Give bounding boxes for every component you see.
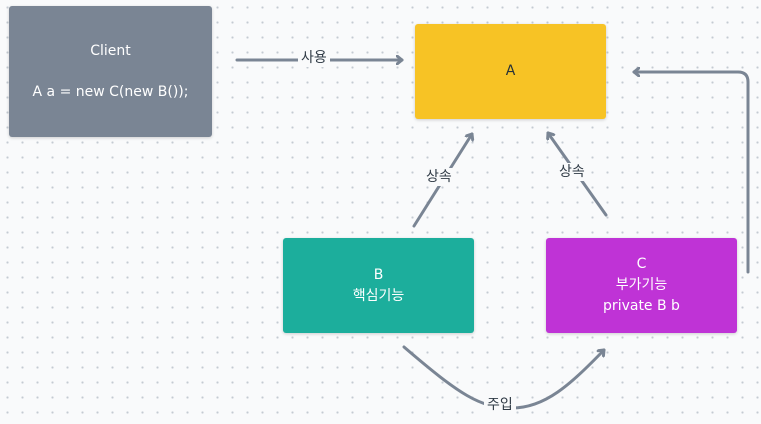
inherit-b-edge-label: 상속	[423, 168, 455, 186]
class-a-label: A	[505, 63, 516, 79]
class-a-node[interactable]: A	[415, 24, 606, 119]
client-node[interactable]: Client A a = new C(new B());	[9, 6, 212, 137]
c-to-a-edge	[632, 72, 750, 274]
class-b-desc: 핵심기능	[352, 287, 405, 304]
class-b-title: B	[373, 266, 384, 283]
inherit-c-edge-label: 상속	[556, 163, 588, 181]
class-c-desc: 부가기능	[615, 277, 668, 293]
class-c-title: C	[636, 256, 647, 272]
client-title: Client	[90, 42, 131, 59]
class-c-field: private B b	[603, 298, 680, 314]
client-code: A a = new C(new B());	[32, 83, 189, 100]
inject-edge-label: 주입	[484, 396, 516, 414]
use-edge-label: 사용	[298, 49, 330, 67]
class-b-node[interactable]: B 핵심기능	[283, 238, 474, 333]
class-c-node[interactable]: C 부가기능 private B b	[546, 238, 737, 333]
